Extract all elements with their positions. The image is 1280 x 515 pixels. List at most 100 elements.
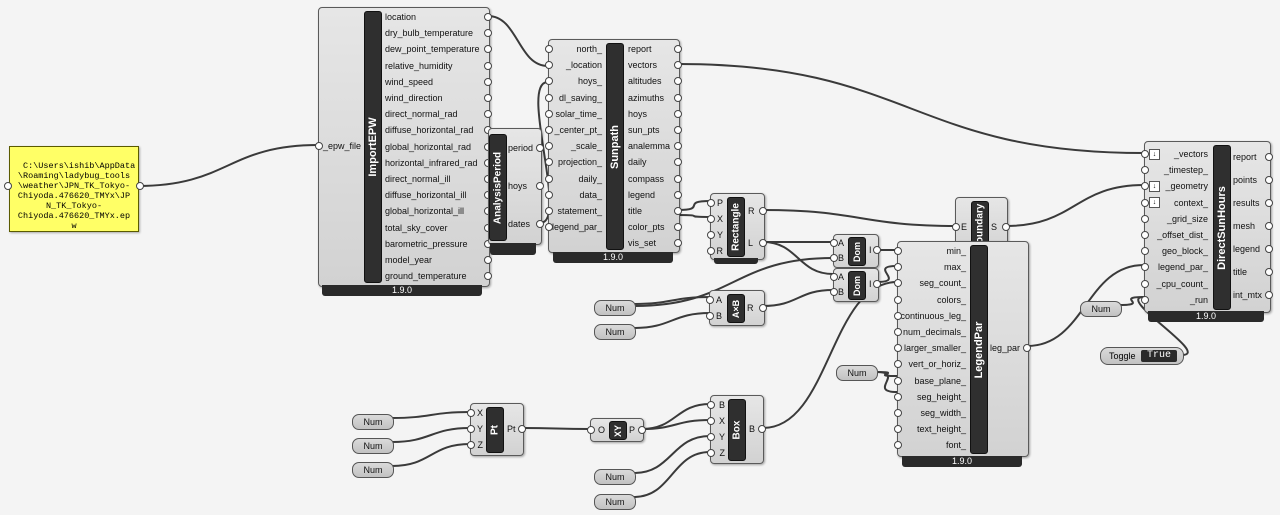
box-input-port[interactable]: [707, 449, 715, 457]
sunpath-input-port[interactable]: [545, 61, 553, 70]
dom-1-output-port[interactable]: [873, 246, 881, 254]
direct-sun-hours-input-port[interactable]: [1141, 166, 1149, 175]
sunpath-input-port[interactable]: [545, 174, 553, 183]
sunpath-input-port[interactable]: [545, 126, 553, 134]
direct-sun-hours-output-port[interactable]: [1265, 291, 1273, 299]
dom-2-output-port[interactable]: [873, 280, 881, 288]
sunpath-input-port[interactable]: [545, 109, 553, 118]
direct-sun-hours-component[interactable]: DirectSunHours _vectors_timestep__geomet…: [1141, 141, 1273, 313]
legend-par-input-port[interactable]: [894, 392, 902, 401]
legend-par-input-port[interactable]: [894, 441, 902, 450]
multiply-input-port[interactable]: [706, 296, 714, 304]
import-epw-output-port[interactable]: [484, 13, 492, 21]
sunpath-output-port[interactable]: [674, 142, 682, 151]
sunpath-output-port[interactable]: [674, 239, 682, 248]
dom-1-input-port[interactable]: [830, 239, 838, 247]
multiply-input-port[interactable]: [706, 312, 714, 320]
construct-point-input-port[interactable]: [467, 425, 475, 433]
direct-sun-hours-title-bar[interactable]: DirectSunHours: [1213, 145, 1231, 310]
legend-par-input-port[interactable]: [894, 295, 902, 304]
direct-sun-hours-input-port[interactable]: [1141, 231, 1149, 239]
dom-1-input-port[interactable]: [830, 254, 838, 262]
rectangle-title-bar[interactable]: Rectangle: [727, 197, 745, 257]
legend-par-input-port[interactable]: [894, 279, 902, 288]
number-slider[interactable]: Num: [352, 462, 394, 478]
import-epw-output-port[interactable]: [484, 256, 492, 264]
sunpath-output-port[interactable]: [674, 77, 682, 86]
rectangle-output-port[interactable]: [759, 207, 767, 215]
direct-sun-hours-output-port[interactable]: [1265, 222, 1273, 230]
construct-point-input-port[interactable]: [467, 441, 475, 449]
analysis-period-output-port[interactable]: [536, 182, 544, 190]
xy-plane-output-port[interactable]: [638, 426, 646, 434]
sunpath-output-port[interactable]: [674, 174, 682, 183]
flatten-icon[interactable]: ↓: [1149, 197, 1160, 208]
dom-1-title-bar[interactable]: Dom: [848, 237, 866, 266]
boolean-toggle[interactable]: Toggle True: [1100, 347, 1184, 365]
direct-sun-hours-input-port[interactable]: [1141, 182, 1149, 191]
flatten-icon[interactable]: ↓: [1149, 181, 1160, 192]
import-epw-output-port[interactable]: [484, 77, 492, 86]
box-input-port[interactable]: [707, 417, 715, 425]
rectangle-input-port[interactable]: [707, 199, 715, 207]
number-slider[interactable]: Num: [1080, 301, 1122, 317]
rectangle-input-port[interactable]: [707, 231, 715, 239]
direct-sun-hours-input-port[interactable]: [1141, 263, 1149, 272]
box-title-bar[interactable]: Box: [728, 399, 746, 461]
sunpath-output-port[interactable]: [674, 223, 682, 232]
direct-sun-hours-output-port[interactable]: [1265, 268, 1273, 276]
sunpath-output-port[interactable]: [674, 207, 682, 215]
rectangle-output-port[interactable]: [759, 239, 767, 247]
sunpath-output-port[interactable]: [674, 158, 682, 167]
rectangle-input-port[interactable]: [707, 247, 715, 255]
legend-par-input-port[interactable]: [894, 328, 902, 336]
xy-plane-input-port[interactable]: [587, 426, 595, 434]
box-input-port[interactable]: [707, 401, 715, 409]
legend-par-component[interactable]: LegendPar min_max_seg_count_colors_conti…: [894, 241, 1031, 457]
import-epw-output-port[interactable]: [484, 29, 492, 38]
import-epw-output-port[interactable]: [484, 272, 492, 281]
construct-point-title-bar[interactable]: Pt: [486, 407, 504, 453]
sunpath-input-port[interactable]: [545, 207, 553, 215]
direct-sun-hours-input-port[interactable]: [1141, 247, 1149, 256]
number-slider[interactable]: Num: [594, 324, 636, 340]
sunpath-input-port[interactable]: [545, 142, 553, 151]
sunpath-input-port[interactable]: [545, 223, 553, 232]
analysis-period-output-port[interactable]: [536, 220, 544, 228]
direct-sun-hours-input-port[interactable]: [1141, 279, 1149, 288]
number-slider[interactable]: Num: [352, 414, 394, 430]
sunpath-title-bar[interactable]: Sunpath: [606, 43, 624, 250]
import-epw-input-port[interactable]: [315, 142, 323, 150]
import-epw-output-port[interactable]: [484, 110, 492, 119]
import-epw-output-port[interactable]: [484, 94, 492, 102]
number-slider[interactable]: Num: [352, 438, 394, 454]
flatten-icon[interactable]: ↓: [1149, 149, 1160, 160]
legend-par-output-port[interactable]: [1023, 344, 1031, 352]
construct-point-input-port[interactable]: [467, 409, 475, 417]
sunpath-output-port[interactable]: [674, 93, 682, 102]
import-epw-output-port[interactable]: [484, 61, 492, 70]
sunpath-input-port[interactable]: [545, 190, 553, 199]
sunpath-output-port[interactable]: [674, 190, 682, 199]
sunpath-input-port[interactable]: [545, 45, 553, 53]
direct-sun-hours-input-port[interactable]: [1141, 214, 1149, 223]
legend-par-input-port[interactable]: [894, 376, 902, 385]
boundary-output-port[interactable]: [1002, 223, 1010, 231]
legend-par-input-port[interactable]: [894, 247, 902, 255]
direct-sun-hours-input-port[interactable]: [1141, 198, 1149, 207]
sunpath-input-port[interactable]: [545, 93, 553, 102]
number-slider[interactable]: Num: [836, 365, 878, 381]
dom-2-input-port[interactable]: [830, 273, 838, 281]
boundary-input-port[interactable]: [952, 223, 960, 231]
box-input-port[interactable]: [707, 433, 715, 441]
dom-2-title-bar[interactable]: Dom: [848, 271, 866, 300]
